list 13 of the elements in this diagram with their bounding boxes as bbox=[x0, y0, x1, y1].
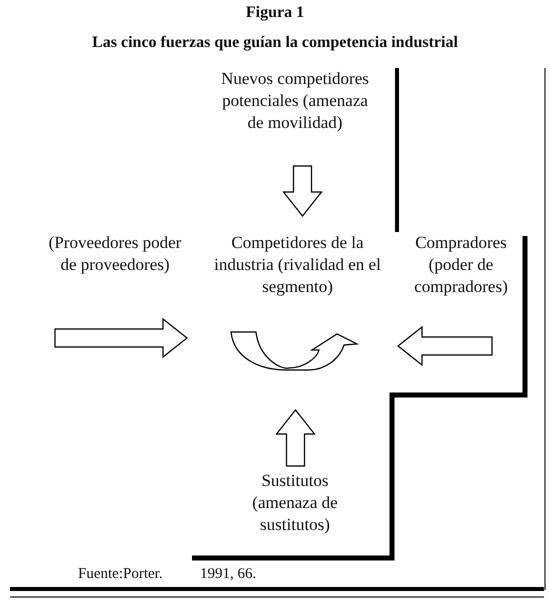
block-arrow bbox=[54, 318, 188, 358]
figure-caption: Las cinco fuerzas que guían la competencia industrial bbox=[91, 34, 459, 52]
force-text: Sustitutos (amenaza de sustitutos) bbox=[251, 470, 339, 536]
block-arrow bbox=[397, 326, 493, 366]
figure-title: Figura 1 bbox=[244, 4, 306, 22]
block-arrow bbox=[282, 165, 323, 217]
source-note: 1991, 66. bbox=[200, 566, 256, 583]
block-arrow bbox=[275, 409, 316, 467]
force-text: (Proveedores poder de proveedores) bbox=[48, 232, 182, 276]
force-text: Compradores (poder de compradores) bbox=[413, 232, 509, 298]
force-text: Nuevos competidores potenciales (amenaza de movilidad) bbox=[220, 68, 370, 134]
source-note: Fuente:Porter. bbox=[78, 566, 163, 583]
force-text: Competidores de la industria (rivalidad en el segmento) bbox=[213, 232, 382, 298]
